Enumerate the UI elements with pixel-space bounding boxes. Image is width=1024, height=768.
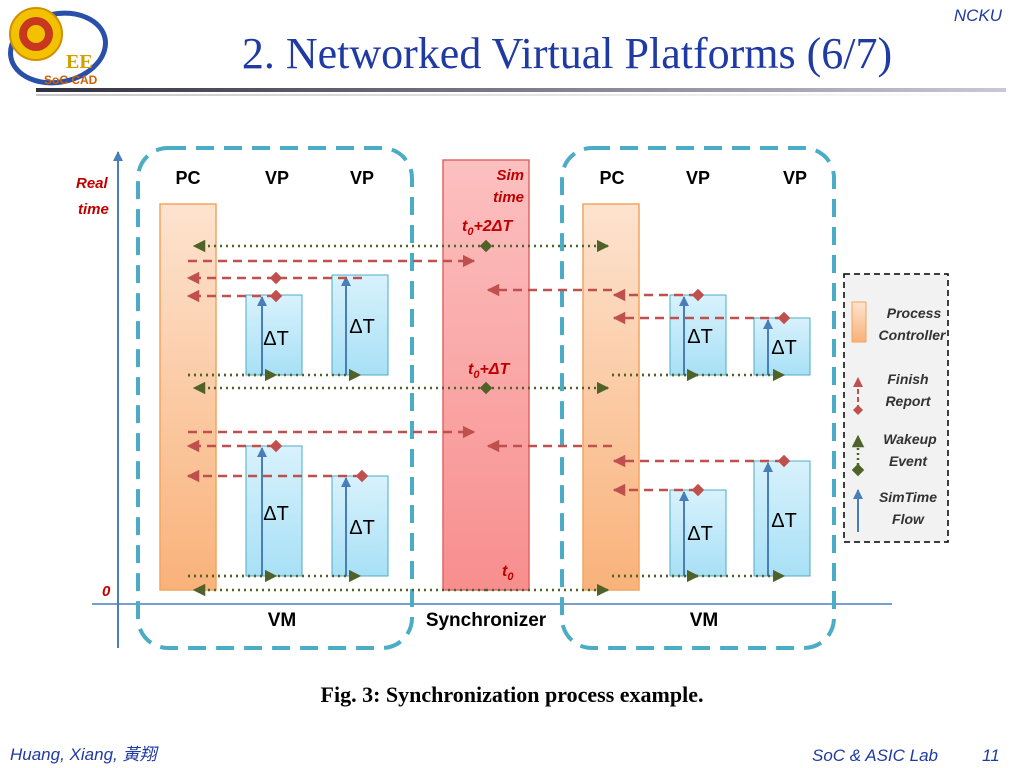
title-rule <box>36 88 1006 92</box>
footer-author: Huang, Xiang, 黃翔 <box>10 745 157 764</box>
left-process-controller-bar <box>159 203 217 591</box>
legend-simtime-line2: Flow <box>892 511 925 527</box>
delta-t-label: ΔT <box>263 328 289 350</box>
left-vm-label: VM <box>268 610 297 631</box>
delta-t-label: ΔT <box>771 510 797 532</box>
right-vp2-block-upper: ΔT <box>753 317 811 376</box>
figure-caption: Fig. 3: Synchronization process example. <box>320 682 704 707</box>
delta-t-label: ΔT <box>687 326 713 348</box>
right-vp2-block-lower: ΔT <box>753 460 811 577</box>
label-t0-plus-dt: t0+ΔT <box>468 361 511 381</box>
left-vm-boundary <box>136 146 414 650</box>
left-vp1-label: VP <box>265 168 289 188</box>
legend-process-line1: Process <box>887 305 942 321</box>
finish-reports <box>186 254 791 497</box>
page-number: 11 <box>982 746 1000 765</box>
logo-ee-text: EE <box>66 51 93 73</box>
right-pc-label: PC <box>599 168 624 188</box>
slide-title: 2. Networked Virtual Platforms (6/7) <box>241 29 893 78</box>
synchronizer-bar <box>442 159 530 591</box>
soc-cad-logo: EE SoC CAD <box>8 7 108 87</box>
legend-process-controller-swatch <box>851 301 867 343</box>
left-pc-label: PC <box>175 168 200 188</box>
right-vm-label: VM <box>690 610 719 631</box>
sim-time-label-line2: time <box>493 189 524 206</box>
right-process-controller-bar <box>582 203 640 591</box>
legend-wakeup-line1: Wakeup <box>883 431 937 447</box>
legend-finish-line2: Report <box>885 393 931 409</box>
delta-t-label: ΔT <box>263 503 289 525</box>
right-vp1-block-lower: ΔT <box>669 489 727 577</box>
legend-process-line2: Controller <box>879 327 947 343</box>
left-vp1-block-lower: ΔT <box>245 445 303 577</box>
left-vp1-block-upper: ΔT <box>245 294 303 376</box>
left-vp2-block-upper: ΔT <box>331 274 389 376</box>
delta-t-label: ΔT <box>349 316 375 338</box>
left-vp2-block-lower: ΔT <box>331 475 389 577</box>
title-rule-shadow <box>36 94 1006 96</box>
delta-t-label: ΔT <box>349 517 375 539</box>
right-vp2-label: VP <box>783 168 807 188</box>
right-vm-boundary <box>560 146 836 650</box>
axis-origin-label: 0 <box>102 583 111 600</box>
right-vp1-label: VP <box>686 168 710 188</box>
right-vp1-block-upper: ΔT <box>669 294 727 376</box>
delta-t-label: ΔT <box>687 523 713 545</box>
synchronizer-label: Synchronizer <box>426 610 547 631</box>
delta-t-label: ΔT <box>771 337 797 359</box>
org-label: NCKU <box>953 6 1002 25</box>
wakeup-events <box>188 239 786 597</box>
legend-finish-line1: Finish <box>887 371 928 387</box>
legend-wakeup-line2: Event <box>889 453 928 469</box>
legend-simtime-line1: SimTime <box>879 489 937 505</box>
label-t0: t0 <box>502 563 514 583</box>
axis-label-real: Real <box>76 175 109 192</box>
left-vp2-label: VP <box>350 168 374 188</box>
footer-lab: SoC & ASIC Lab <box>812 746 938 765</box>
sim-time-label-line1: Sim <box>496 167 524 184</box>
sync-diagram: Real time 0 PC VP VP ΔT ΔT ΔT ΔT Sim tim… <box>76 146 949 650</box>
logo-soc-cad-text: SoC CAD <box>44 73 98 87</box>
axis-label-time: time <box>78 201 109 218</box>
label-t0-plus-2dt: t0+2ΔT <box>462 218 513 238</box>
legend: Process Controller Finish Report Wakeup … <box>843 273 949 543</box>
